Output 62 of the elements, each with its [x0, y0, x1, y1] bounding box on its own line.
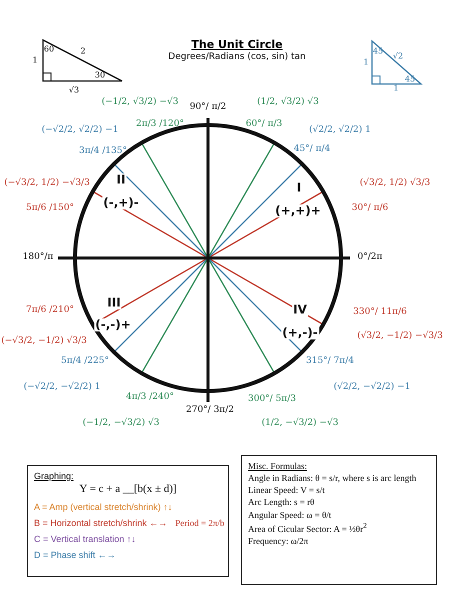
quadrant-numeral: IV [292, 303, 308, 317]
coordinate-label: (√2/2, √2/2) 1 [309, 126, 371, 136]
coordinate-label: (1/2, −√3/2) −√3 [262, 419, 338, 429]
formula-text: A = Amp (vertical stretch/shrink) ↑↓ [34, 500, 174, 514]
angle-measure: 45 [372, 48, 384, 56]
quadrant-numeral: III [106, 296, 122, 310]
coordinate-label: (1/2, √3/2) √3 [257, 98, 319, 108]
side-length-label: 2 [80, 48, 86, 56]
formula-text: Y = c + a __[b(x ± d)] [79, 482, 177, 497]
angle-measure: 45 [404, 76, 416, 84]
angle-label: 3π/4 /135° [79, 147, 127, 157]
angle-measure: 30 [94, 72, 106, 80]
angle-label: 5π/4 /225° [61, 357, 109, 367]
formula-panel [241, 455, 437, 585]
sign-label: (-,+)- [102, 196, 140, 210]
formula-text: Period = 2π/b [175, 517, 224, 530]
title: The Unit Circle [191, 38, 283, 52]
angle-label: 30°/ π/6 [352, 204, 388, 214]
formula-panel [27, 465, 229, 577]
angle-label: 5π/6 /150° [26, 204, 74, 214]
side-length-label: √3 [68, 86, 80, 96]
formula-text: Angle in Radians: θ = s/r, where s is arc length [248, 472, 418, 484]
sign-label: (+,+)+ [274, 204, 322, 218]
side-length-label: √2 [392, 52, 404, 62]
coordinate-label: (−√2/2, √2/2) −1 [42, 126, 118, 136]
angle-label: 7π/6 /210° [26, 306, 74, 316]
formula-text: Angular Speed: ω = θ/t [248, 508, 332, 521]
side-length-label: 1 [393, 84, 399, 94]
formula-text: Frequency: ω/2π [248, 534, 310, 547]
angle-label: 2π/3 /120° [136, 120, 184, 130]
angle-label: 45°/ π/4 [294, 145, 330, 155]
angle-label: 330°/ 11π/6 [353, 308, 407, 318]
angle-label: 315°/ 7π/4 [306, 357, 354, 367]
angle-label: 270°/ 3π/2 [186, 406, 234, 416]
coordinate-label: (√3/2, −1/2) −√3/3 [357, 332, 443, 342]
angle-label: 60°/ π/3 [246, 120, 282, 130]
formula-text: D = Phase shift ←→ [34, 549, 117, 562]
coordinate-label: (√3/2, 1/2) √3/3 [360, 179, 430, 189]
angle-label: 180°/π [22, 253, 54, 263]
formula-text: Linear Speed: V = s/t [248, 484, 326, 496]
subtitle: Degrees/Radians (cos, sin) tan [168, 53, 306, 63]
formula-text: Arc Length: s = rθ [248, 496, 316, 509]
coordinate-label: (−√3/2, 1/2) −√3/3 [4, 179, 90, 189]
angle-label: 4π/3 /240° [126, 393, 174, 403]
coordinate-label: (−1/2, −√3/2) √3 [82, 419, 160, 429]
formula-text: C = Vertical translation ↑↓ [34, 533, 137, 546]
coordinate-label: (−1/2, √3/2) −√3 [102, 98, 178, 108]
side-length-label: 1 [32, 56, 38, 66]
angle-label: 90°/ π/2 [190, 103, 226, 113]
coordinate-label: (√2/2, −√2/2) −1 [334, 383, 410, 393]
angle-measure: 60 [44, 46, 54, 54]
sign-label: (+,-)- [281, 326, 319, 340]
panel-heading: Graphing: [34, 470, 75, 482]
sign-label: (-,-)+ [94, 318, 132, 332]
side-length-label: 1 [363, 58, 369, 68]
coordinate-label: (−√2/2, −√2/2) 1 [24, 383, 100, 393]
coordinate-label: (−√3/2, −1/2) √3/3 [1, 337, 87, 347]
formula-text: Area of Cicular Sector: A = ½θr$^{2}$ [248, 520, 368, 535]
angle-label: 0°/2π [358, 253, 382, 263]
angle-label: 300°/ 5π/3 [248, 395, 296, 405]
formula-text: B = Horizontal stretch/shrink ←→ [34, 517, 168, 530]
panel-heading: Misc. Formulas: [248, 460, 308, 472]
